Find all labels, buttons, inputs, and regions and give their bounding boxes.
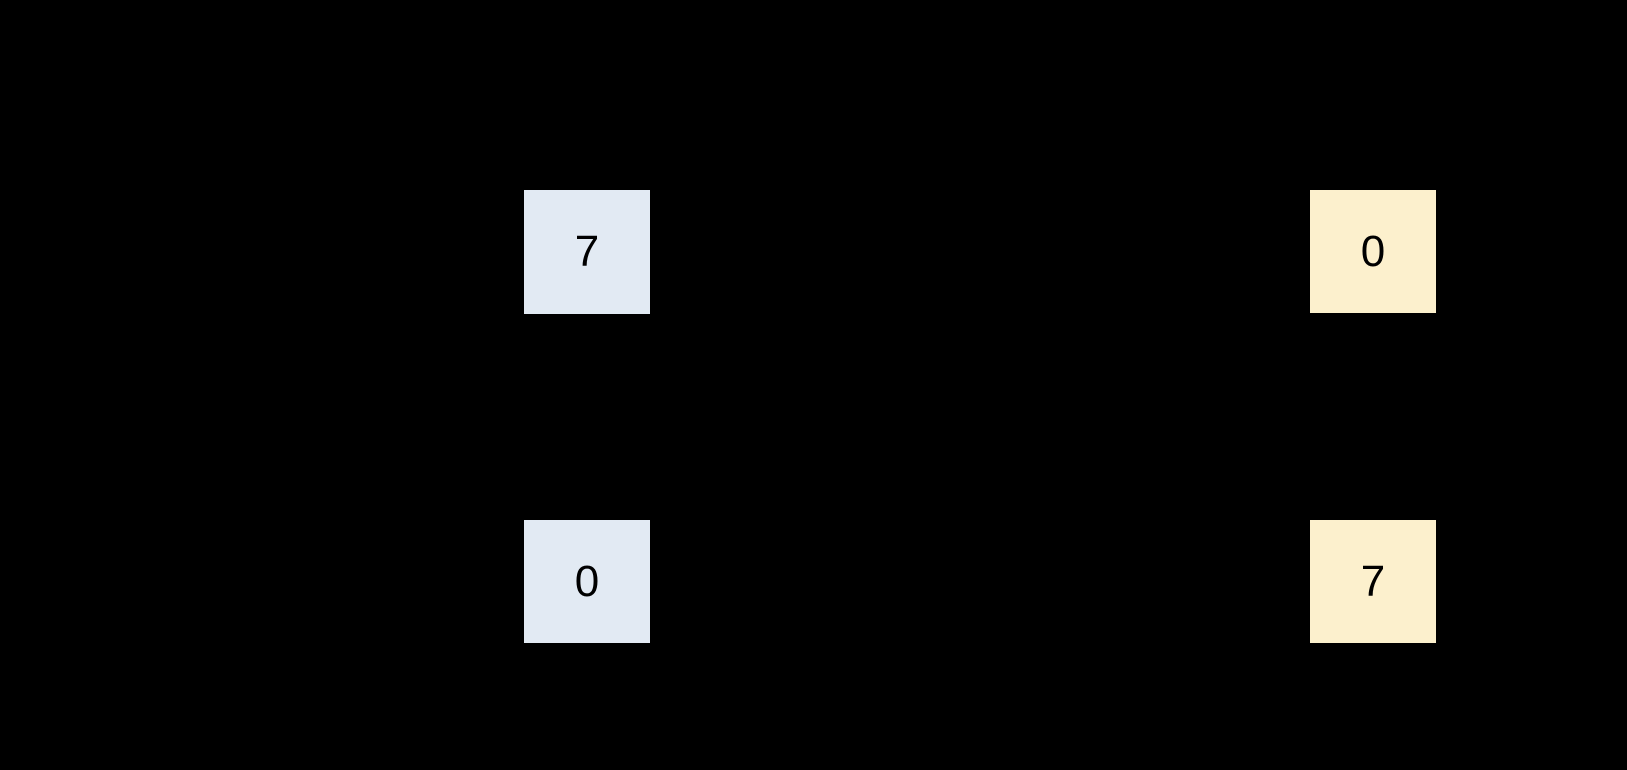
value-box-top-left: 7: [522, 188, 652, 316]
value-box-top-right-value: 0: [1360, 226, 1386, 276]
value-box-bottom-left-value: 0: [574, 556, 600, 606]
value-box-bottom-right-value: 7: [1360, 556, 1386, 606]
value-box-top-right: 0: [1308, 188, 1438, 315]
value-box-bottom-right: 7: [1308, 518, 1438, 645]
value-box-bottom-left: 0: [522, 518, 652, 645]
value-box-top-left-value: 7: [574, 227, 600, 276]
